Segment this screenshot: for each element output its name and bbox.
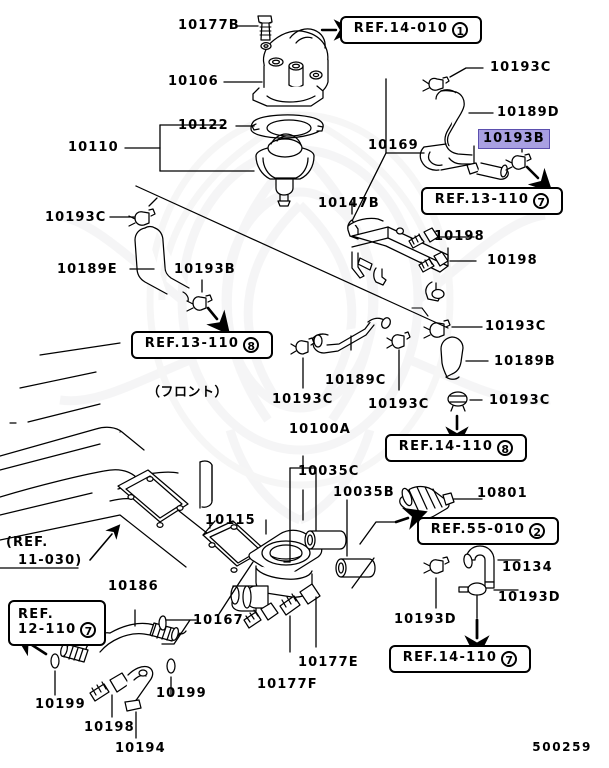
part-label-10193D-right[interactable]: 10193D bbox=[498, 590, 561, 605]
ref-box-13-110-8-circle: 8 bbox=[243, 337, 260, 353]
part-label-10189E[interactable]: 10189E bbox=[57, 262, 118, 277]
part-label-10198-lower[interactable]: 10198 bbox=[487, 253, 538, 268]
ref-box-13-110-7-text: REF.13-110 bbox=[434, 192, 530, 207]
ref-box-13-110-7-circle: 7 bbox=[533, 193, 550, 209]
part-label-10134[interactable]: 10134 bbox=[502, 560, 553, 575]
ref-box-12-110-circle: 7 bbox=[80, 622, 97, 639]
part-label-10189D[interactable]: 10189D bbox=[497, 105, 560, 120]
part-label-10177E[interactable]: 10177E bbox=[298, 655, 359, 670]
drawing-code: 500259 bbox=[532, 740, 592, 754]
ref-box-14-110-8-text: REF.14-110 bbox=[398, 439, 494, 454]
ref-box-55-010-text: REF.55-010 bbox=[430, 522, 526, 537]
orientation-note-front: （フロント） bbox=[147, 385, 229, 400]
inline-ref-11-030-line1: (REF. bbox=[6, 535, 49, 550]
ref-box-12-110-line1: REF. bbox=[18, 606, 54, 622]
part-label-10193C-rail[interactable]: 10193C bbox=[485, 319, 547, 334]
part-label-10035B[interactable]: 10035B bbox=[333, 485, 395, 500]
part-label-10122[interactable]: 10122 bbox=[178, 118, 229, 133]
part-label-10189C[interactable]: 10189C bbox=[325, 373, 387, 388]
ref-box-14-110-7-circle: 7 bbox=[501, 651, 518, 667]
part-label-10193B-highlighted[interactable]: 10193B bbox=[478, 129, 550, 149]
part-label-10193C-center-right[interactable]: 10193C bbox=[368, 397, 430, 412]
part-label-10189B[interactable]: 10189B bbox=[494, 354, 556, 369]
ref-box-12-110-line2: 12-110 bbox=[18, 622, 77, 637]
part-label-10193C-left[interactable]: 10193C bbox=[45, 210, 107, 225]
part-label-10193C-upper-right[interactable]: 10193C bbox=[490, 60, 552, 75]
part-label-10198-upper[interactable]: 10198 bbox=[434, 229, 485, 244]
part-label-10801[interactable]: 10801 bbox=[477, 486, 528, 501]
inline-ref-11-030-line2: 11-030) bbox=[18, 553, 83, 568]
part-label-10198-bottom[interactable]: 10198 bbox=[84, 720, 135, 735]
part-label-10167[interactable]: 10167 bbox=[193, 613, 244, 628]
ref-box-14-110-8-circle: 8 bbox=[497, 440, 514, 456]
part-label-10169[interactable]: 10169 bbox=[368, 138, 419, 153]
part-label-10193C-lower-right[interactable]: 10193C bbox=[489, 393, 551, 408]
part-label-10110[interactable]: 10110 bbox=[68, 140, 119, 155]
part-label-10147B[interactable]: 10147B bbox=[318, 196, 380, 211]
part-label-10177B[interactable]: 10177B bbox=[178, 18, 240, 33]
ref-box-14-010-text: REF.14-010 bbox=[353, 21, 449, 36]
ref-box-14-110-7-text: REF.14-110 bbox=[402, 650, 498, 665]
ref-box-13-110-8-text: REF.13-110 bbox=[144, 336, 240, 351]
part-label-10199-left[interactable]: 10199 bbox=[35, 697, 86, 712]
part-label-10100A[interactable]: 10100A bbox=[289, 422, 351, 437]
part-label-10193D-left[interactable]: 10193D bbox=[394, 612, 457, 627]
part-label-10035C[interactable]: 10035C bbox=[298, 464, 360, 479]
part-label-10106[interactable]: 10106 bbox=[168, 74, 219, 89]
part-label-10186[interactable]: 10186 bbox=[108, 579, 159, 594]
part-label-10193B-left[interactable]: 10193B bbox=[174, 262, 236, 277]
part-label-10193C-center-left[interactable]: 10193C bbox=[272, 392, 334, 407]
part-label-10177F[interactable]: 10177F bbox=[257, 677, 318, 692]
ref-box-55-010-circle: 2 bbox=[529, 523, 546, 539]
part-label-10194[interactable]: 10194 bbox=[115, 741, 166, 756]
part-label-10199-right[interactable]: 10199 bbox=[156, 686, 207, 701]
part-label-10115[interactable]: 10115 bbox=[205, 513, 256, 528]
ref-box-14-010-circle: 1 bbox=[452, 22, 469, 38]
